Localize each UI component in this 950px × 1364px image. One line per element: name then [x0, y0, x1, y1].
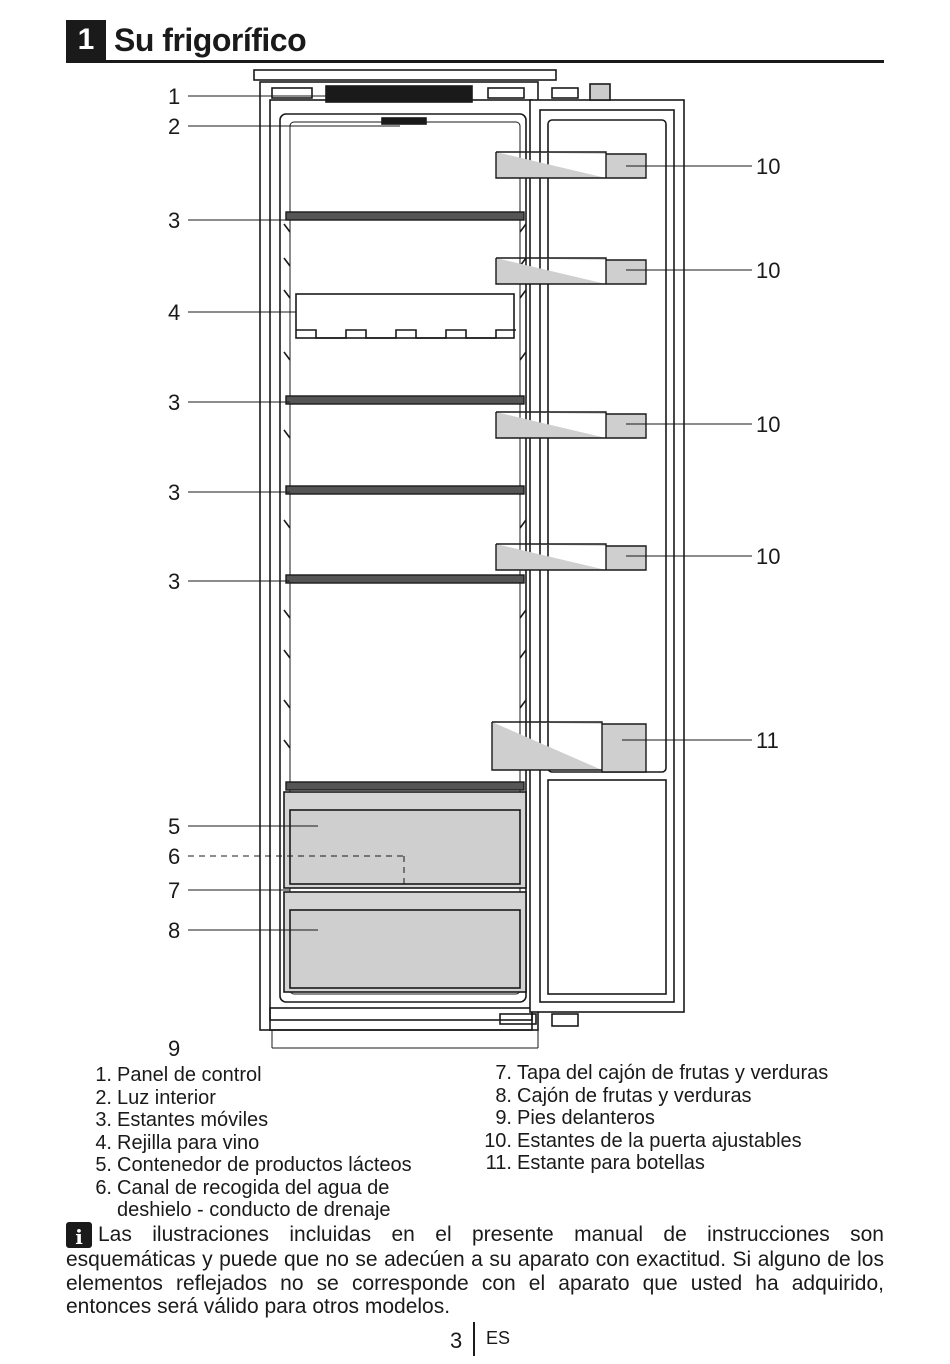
legend-item: 2.Luz interior [95, 1086, 216, 1109]
callout-2: 2 [168, 114, 180, 139]
page-footer: 3 ES [440, 1322, 560, 1356]
callout-5: 5 [168, 814, 180, 839]
callout-7: 7 [168, 878, 180, 903]
legend-item: 1.Panel de control [95, 1064, 262, 1086]
callout-10: 10 [756, 412, 780, 437]
legend-right: 7.Tapa del cajón de frutas y verduras 8.… [476, 1062, 876, 1175]
callout-10: 10 [756, 154, 780, 179]
callout-1: 1 [168, 84, 180, 109]
info-icon: i [66, 1222, 92, 1249]
callout-3: 3 [168, 569, 180, 594]
footer-divider [473, 1322, 475, 1356]
legend-item: 8.Cajón de frutas y verduras [495, 1084, 752, 1107]
callout-11: 11 [756, 728, 779, 753]
callout-10: 10 [756, 544, 780, 569]
legend-item: 7.Tapa del cajón de frutas y verduras [495, 1062, 829, 1084]
legend-left: 1.Panel de control 2.Luz interior 3.Esta… [86, 1064, 466, 1222]
section-header: 1 Su frigorífico [66, 18, 884, 63]
legend-item: 10.Estantes de la puerta ajustables [484, 1129, 802, 1152]
callout-6: 6 [168, 844, 180, 869]
note-text: Las ilustraciones incluidas en el presen… [66, 1223, 884, 1318]
legend-item: 11.Estante para botellas [485, 1152, 705, 1174]
fridge-diagram: 1 2 3 4 3 3 3 5 6 7 8 9 10 10 10 10 11 [168, 69, 780, 1061]
section-title: Su frigorífico [114, 22, 307, 58]
legend-item: 9.Pies delanteros [495, 1107, 655, 1129]
page-number: 3 [450, 1328, 463, 1353]
callout-3: 3 [168, 480, 180, 505]
callout-3: 3 [168, 208, 180, 233]
callout-3: 3 [168, 390, 180, 415]
callout-10: 10 [756, 258, 780, 283]
callout-8: 8 [168, 918, 180, 943]
legend-item: 6.Canal de recogida del agua de deshielo… [95, 1176, 391, 1222]
shelves [285, 211, 525, 791]
legend-item: 4.Rejilla para vino [95, 1131, 260, 1154]
legend-item: 5.Contenedor de productos lácteos [95, 1154, 412, 1176]
callout-4: 4 [168, 300, 180, 325]
language-code: ES [486, 1328, 511, 1348]
callout-9: 9 [168, 1036, 180, 1061]
legend-item: 3.Estantes móviles [95, 1109, 269, 1131]
section-number: 1 [66, 20, 106, 60]
